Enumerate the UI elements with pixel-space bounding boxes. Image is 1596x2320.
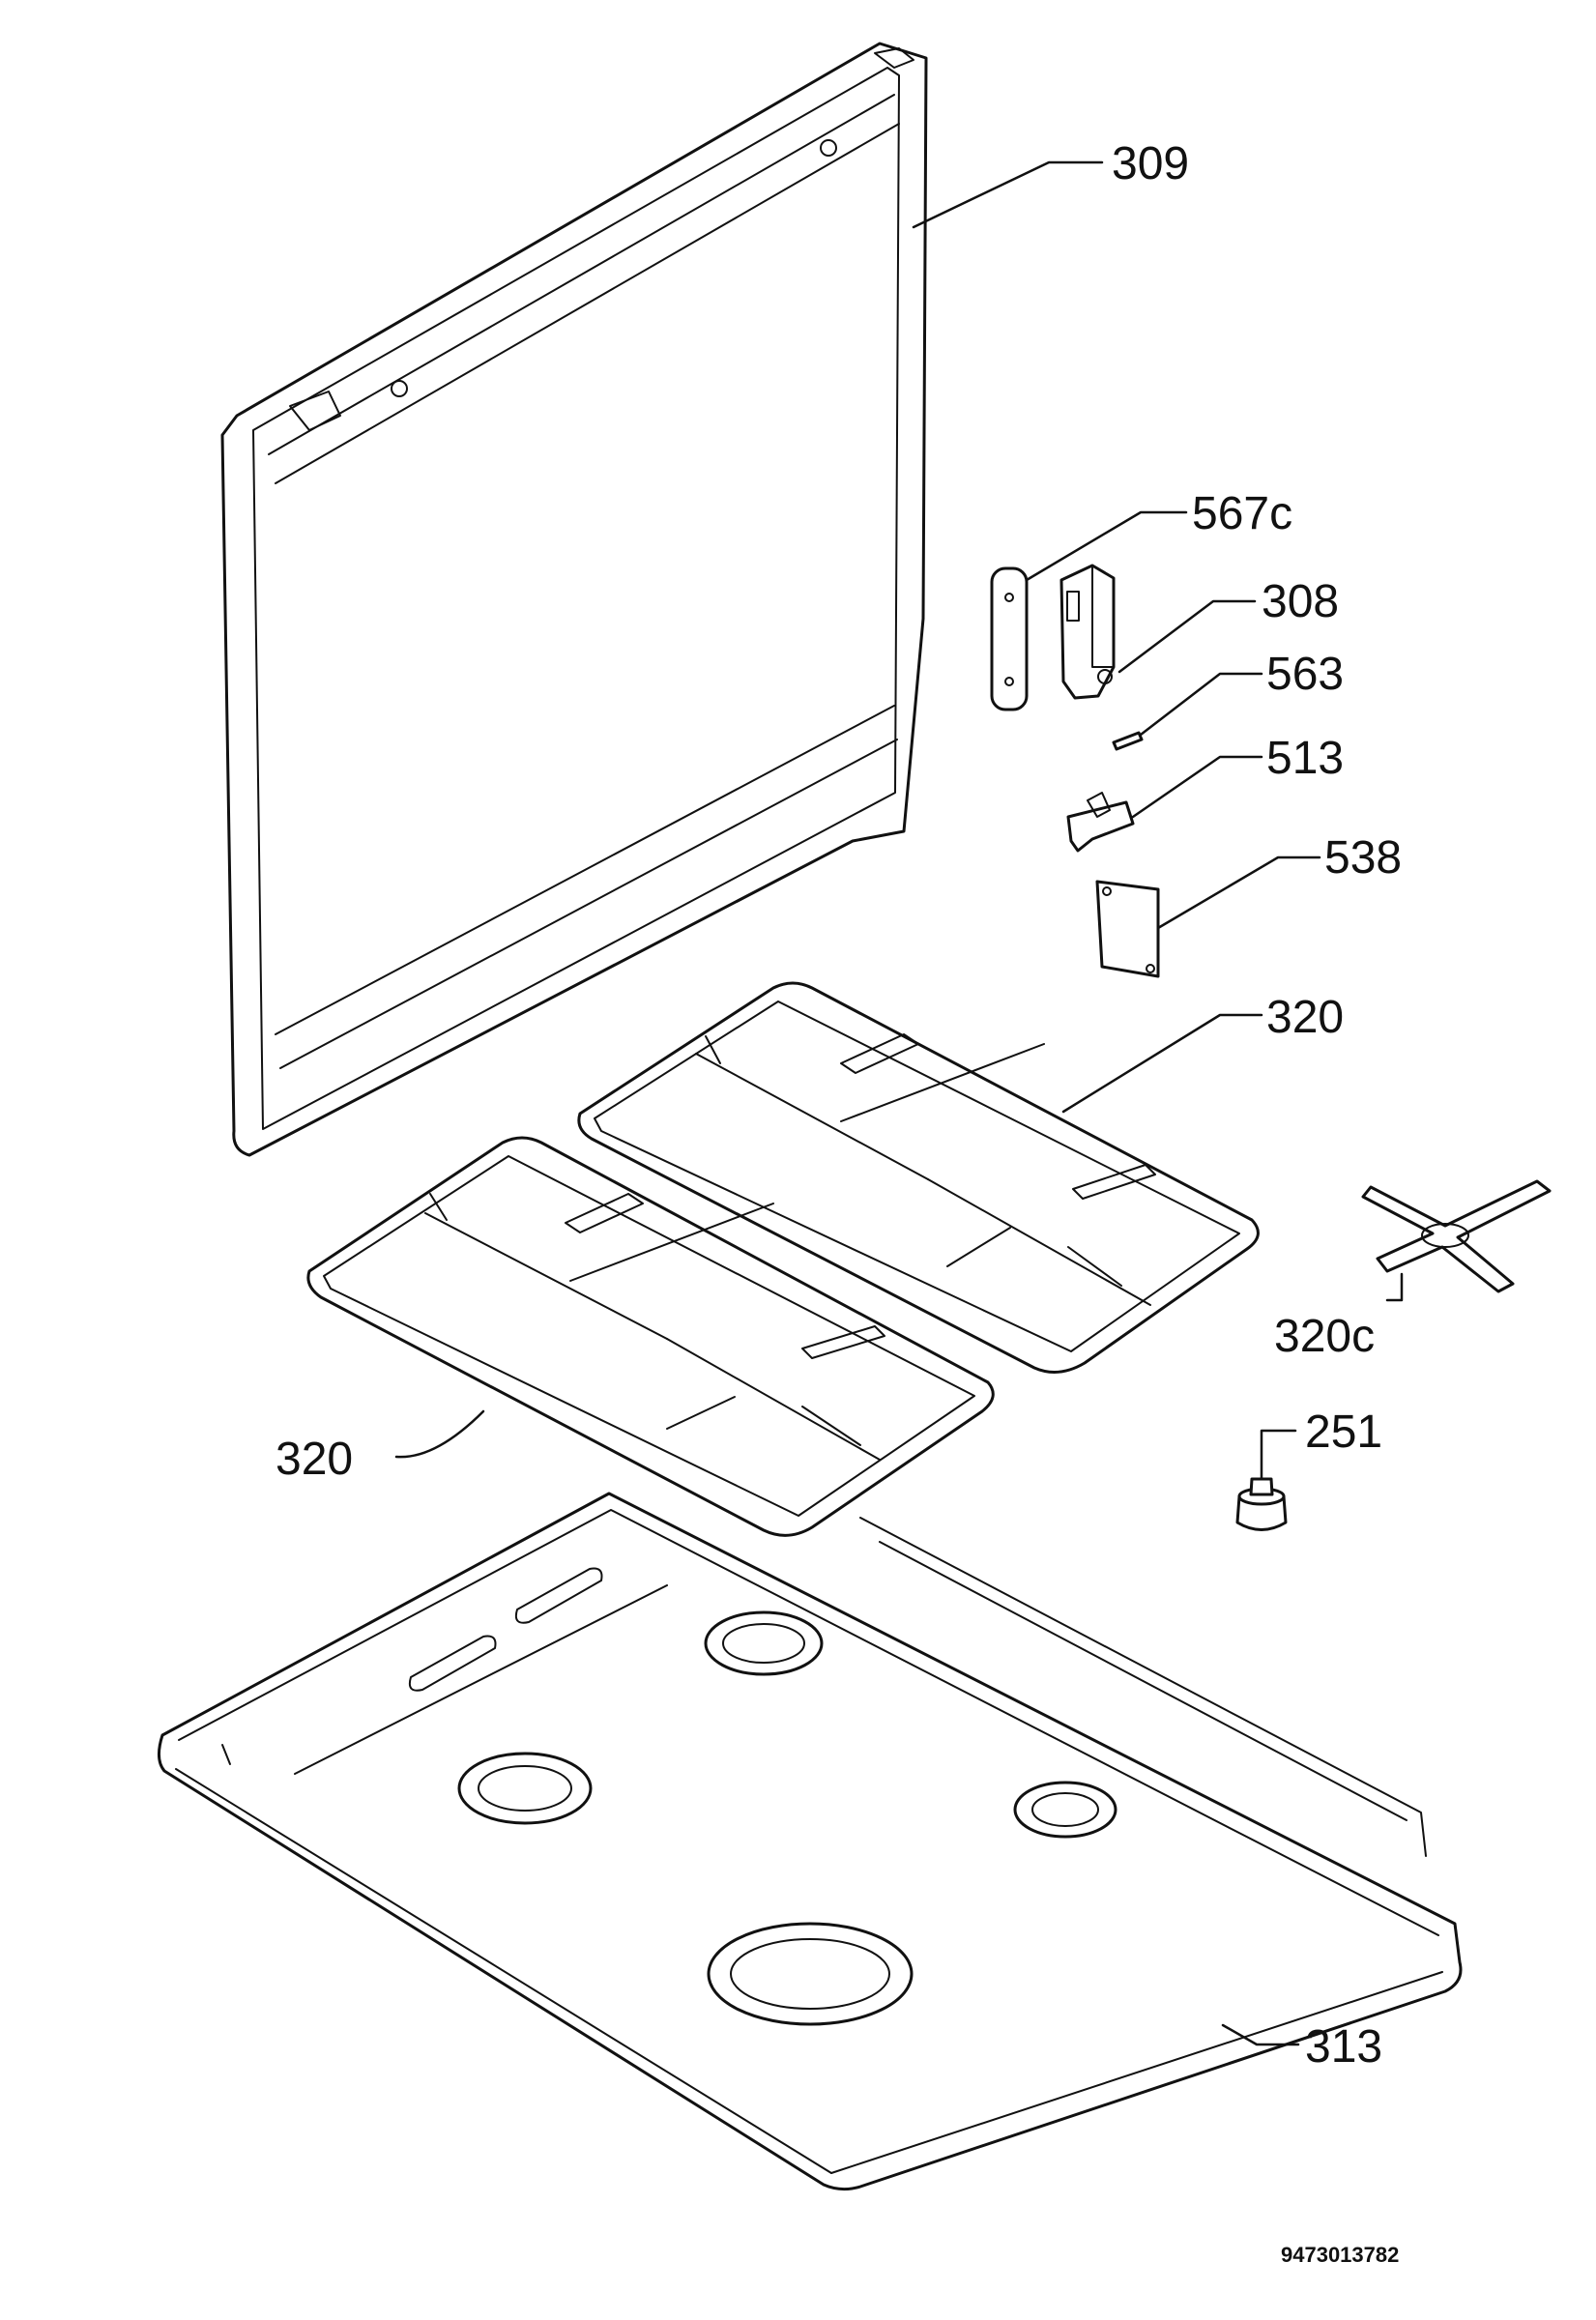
callout-309: 309 <box>1112 138 1189 189</box>
callout-320-right: 320 <box>1266 992 1344 1043</box>
callout-538: 538 <box>1324 832 1402 884</box>
callout-308: 308 <box>1262 576 1339 627</box>
wok-stand-part <box>1361 1179 1552 1293</box>
callout-251: 251 <box>1305 1406 1382 1458</box>
document-number: 9473013782 <box>1281 2243 1399 2267</box>
callout-567c: 567c <box>1192 488 1292 539</box>
callout-320c: 320c <box>1274 1311 1375 1362</box>
hob-top-part <box>158 1492 1463 2191</box>
callout-labels: 309 567c 308 563 513 538 320 320 320c 25… <box>276 138 1402 2073</box>
callout-563: 563 <box>1266 649 1344 700</box>
plate-part <box>1095 880 1160 978</box>
lid-part <box>220 42 928 1157</box>
hinge-cover-part <box>990 566 1029 711</box>
callout-320-left: 320 <box>276 1434 353 1485</box>
clip-part <box>1066 792 1135 853</box>
pan-support-left-part <box>306 1136 995 1537</box>
leader-lines <box>394 160 1404 2046</box>
pan-support-right-part <box>577 981 1260 1374</box>
callout-513: 513 <box>1266 733 1344 784</box>
pin-part <box>1112 731 1144 751</box>
callout-313: 313 <box>1305 2021 1382 2073</box>
hinge-part <box>1059 564 1116 700</box>
cap-part <box>1235 1477 1288 1531</box>
